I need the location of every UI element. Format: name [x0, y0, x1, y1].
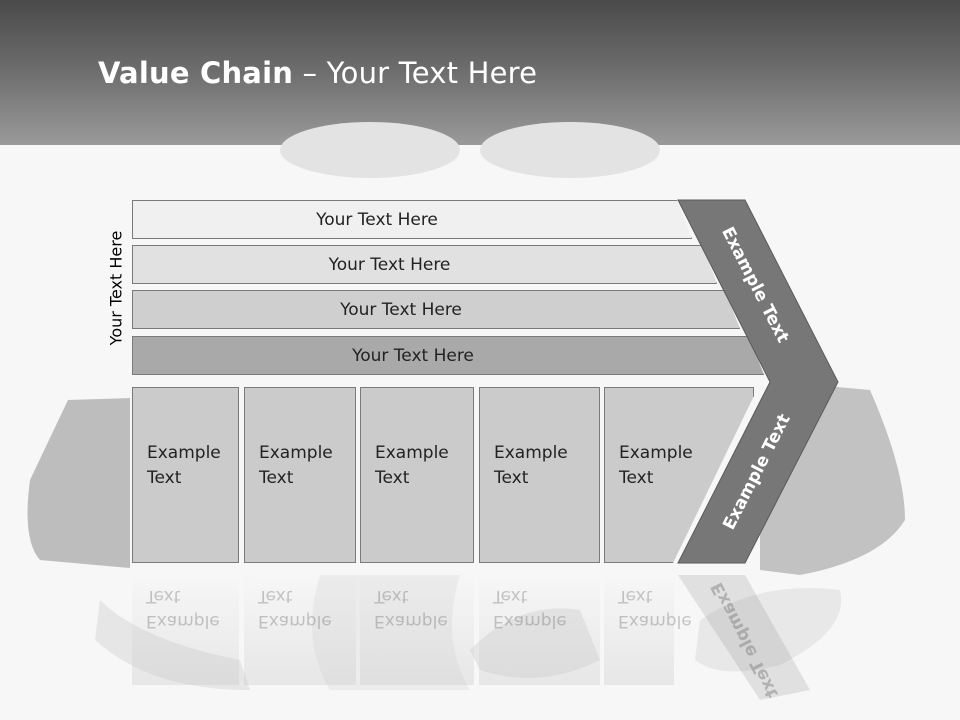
- cell-line-1: Example: [375, 443, 449, 463]
- support-bar: Your Text Here: [132, 200, 692, 239]
- support-bar: Your Text Here: [132, 290, 740, 329]
- cell-line-2: Text: [147, 468, 182, 488]
- title-bold: Value Chain: [98, 56, 294, 90]
- cell-line-1: Example: [147, 443, 221, 463]
- cell-line-1: Example: [494, 443, 568, 463]
- slide-title: Value Chain – Your Text Here: [98, 56, 537, 90]
- cell-line-1: Example: [259, 443, 333, 463]
- cell-line-2: Text: [619, 468, 654, 488]
- cell-line-1: Example: [619, 443, 693, 463]
- bar-label: Your Text Here: [328, 254, 451, 275]
- cell-line-2: Text: [259, 468, 294, 488]
- support-bar: Your Text Here: [132, 336, 764, 375]
- cell-line-2: Text: [494, 468, 529, 488]
- bar-label: Your Text Here: [316, 209, 438, 230]
- cell-line-2: Text: [375, 468, 410, 488]
- support-bar: Your Text Here: [132, 245, 717, 284]
- title-rest: – Your Text Here: [293, 56, 538, 90]
- header-band: Value Chain – Your Text Here: [0, 0, 960, 145]
- bar-label: Your Text Here: [352, 345, 474, 366]
- bar-label: Your Text Here: [340, 299, 462, 320]
